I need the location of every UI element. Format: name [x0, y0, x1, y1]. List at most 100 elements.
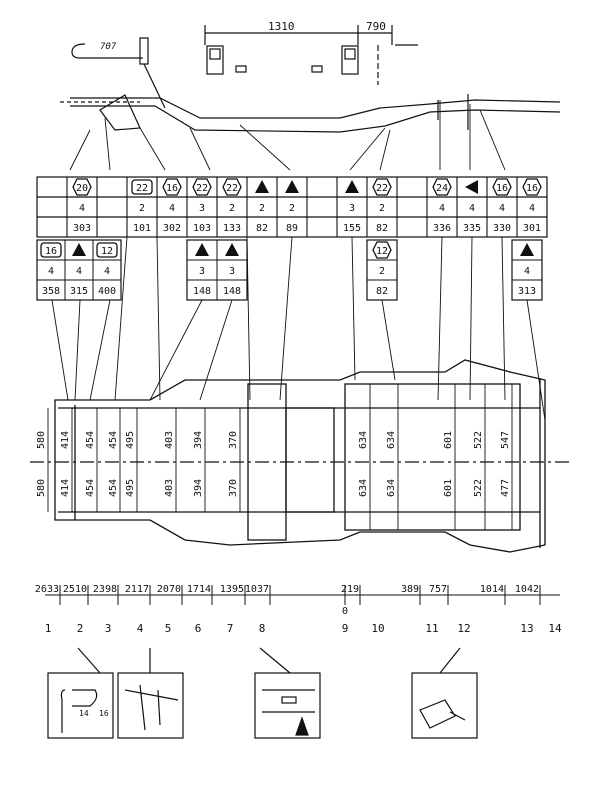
size-label: 24 — [436, 183, 448, 194]
table-code: 89 — [286, 223, 298, 234]
width-dim-upper: 495 — [125, 431, 136, 449]
width-dim-upper: 547 — [500, 431, 511, 449]
width-dim-lower: 454 — [108, 479, 119, 497]
detail-hole — [254, 672, 321, 739]
table-qty: 2 — [379, 266, 385, 277]
point-number: 2 — [77, 622, 84, 635]
bottom-dim: 2117 — [125, 584, 149, 595]
width-dim-upper: 370 — [228, 431, 239, 449]
point-number: 7 — [227, 622, 234, 635]
bottom-dim: 1042 — [515, 584, 539, 595]
width-dim-upper: 601 — [443, 431, 454, 449]
table-code: 358 — [42, 286, 60, 297]
table-qty: 2 — [139, 203, 145, 214]
table-code: 148 — [223, 286, 241, 297]
table-qty: 2 — [289, 203, 295, 214]
table-code: 336 — [433, 223, 451, 234]
table-qty: 4 — [524, 266, 530, 277]
detail-label-b: 16 — [99, 709, 109, 718]
point-number: 10 — [371, 622, 384, 635]
table-symbol-icon: 16 — [162, 178, 182, 196]
table-symbol-icon: 22 — [192, 178, 212, 196]
table-symbol-icon: 12 — [96, 242, 118, 258]
table-symbol-icon — [345, 180, 359, 193]
width-dim-lower: 495 — [125, 479, 136, 497]
table-qty: 4 — [439, 203, 445, 214]
table-code: 82 — [376, 223, 388, 234]
size-label: 22 — [136, 183, 148, 194]
table-code: 315 — [70, 286, 88, 297]
point-number: 6 — [195, 622, 202, 635]
detail-fuel-line — [47, 672, 114, 739]
width-dim-upper: 403 — [164, 431, 175, 449]
table-symbol-icon: 12 — [372, 241, 392, 259]
top-dimension — [204, 25, 418, 85]
width-dim-lower: 522 — [473, 479, 484, 497]
frame-plan-view — [30, 359, 570, 553]
table-qty: 2 — [379, 203, 385, 214]
width-dim-lower: 634 — [386, 479, 397, 497]
table-symbol-icon: 16 — [522, 178, 542, 196]
top-dim-1310: 1310 — [268, 20, 295, 33]
table-code: 82 — [256, 223, 268, 234]
width-dim-upper: 454 — [85, 431, 96, 449]
size-label: 20 — [76, 183, 88, 194]
table-code: 148 — [193, 286, 211, 297]
table-qty: 4 — [104, 266, 110, 277]
size-label: 22 — [376, 183, 388, 194]
detail-label-a: 14 — [79, 709, 89, 718]
detail-bracket — [117, 672, 184, 739]
bracket-icons — [206, 45, 359, 75]
table-symbol-icon: 22 — [222, 178, 242, 196]
table-symbol-icon — [72, 243, 86, 256]
table-qty: 4 — [79, 203, 85, 214]
table-code: 335 — [463, 223, 481, 234]
detail-boxes — [47, 647, 478, 739]
table-qty: 4 — [48, 266, 54, 277]
table-code: 133 — [223, 223, 241, 234]
table-symbol-icon — [225, 243, 239, 256]
table-code: 82 — [376, 286, 388, 297]
table-symbol-icon: 16 — [40, 242, 62, 258]
bottom-dim: 1014 — [480, 584, 504, 595]
table-code: 103 — [193, 223, 211, 234]
table-symbol-icon — [195, 243, 209, 256]
point-number: 8 — [259, 622, 266, 635]
bottom-dim: 1395 — [220, 584, 244, 595]
point-number: 13 — [520, 622, 533, 635]
bottom-dim: 219 — [341, 584, 359, 595]
part-number: 707 — [100, 42, 117, 52]
size-label: 16 — [496, 183, 508, 194]
table-qty: 4 — [469, 203, 475, 214]
table-qty: 3 — [349, 203, 355, 214]
point-number: 5 — [165, 622, 172, 635]
bottom-dim: 2398 — [93, 584, 117, 595]
bottom-dim: 1714 — [187, 584, 211, 595]
table-symbol-icon: 20 — [72, 178, 92, 196]
width-dim-lower: 454 — [85, 479, 96, 497]
point-number: 12 — [457, 622, 470, 635]
table-qty: 3 — [199, 266, 205, 277]
size-label: 22 — [226, 183, 238, 194]
point-number: 11 — [425, 622, 438, 635]
table-code: 155 — [343, 223, 361, 234]
width-dim-lower: 477 — [500, 479, 511, 497]
size-label: 16 — [166, 183, 178, 194]
table-symbol-icon: 22 — [131, 179, 153, 195]
point-number: 9 — [342, 622, 349, 635]
table-symbol-icon — [520, 243, 534, 256]
bottom-dim: 2633 — [35, 584, 59, 595]
table-code: 101 — [133, 223, 151, 234]
bottom-dim: 2070 — [157, 584, 181, 595]
table-symbol-icon: 16 — [492, 178, 512, 196]
table-qty: 2 — [259, 203, 265, 214]
width-dim-upper: 414 — [60, 431, 71, 449]
table-qty: 3 — [199, 203, 205, 214]
frame-side-view — [60, 94, 561, 133]
table-qty: 2 — [229, 203, 235, 214]
point-number: 1 — [45, 622, 52, 635]
